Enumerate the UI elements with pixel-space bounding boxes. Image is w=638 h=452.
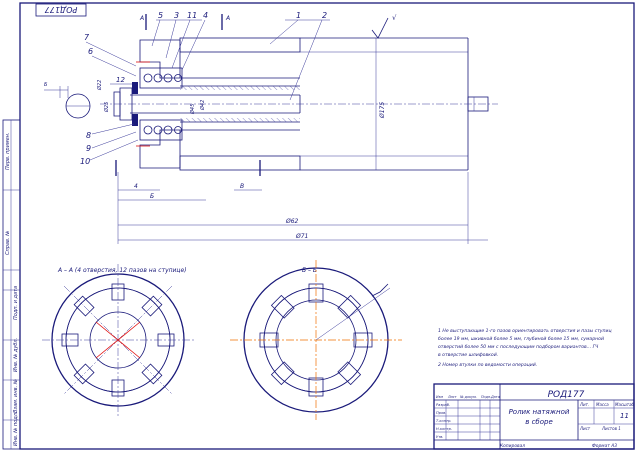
- stamp-top-box: [35, 3, 87, 17]
- dim-d1: Ø25: [103, 102, 110, 113]
- pos-7: 7: [84, 33, 90, 42]
- section-bb-view: [230, 260, 402, 420]
- row-3: Подп.: [481, 395, 491, 399]
- note-line-1: 1 Не выступающие 1-го пазов ориентироват…: [438, 328, 612, 334]
- dim-len-big: Ø71: [295, 233, 308, 240]
- side-label: Взам. инв. №: [13, 379, 19, 413]
- side-strip-labels: Перв. примен. Справ. № Подп. и дата Инв.…: [5, 132, 19, 446]
- pos-9: 9: [86, 144, 91, 153]
- section-bb-label: Б – Б: [302, 267, 317, 274]
- position-leaders: 5 3 11 4 1 2 7 6 12 8 9 10: [80, 11, 330, 166]
- section-aa-view: [42, 264, 194, 416]
- pos-6: 6: [88, 47, 93, 56]
- row-1: Лист: [447, 395, 458, 399]
- pos-5: 5: [158, 11, 163, 20]
- format-label: Формат А3: [592, 443, 617, 449]
- title-name-1: Ролик натяжной: [509, 408, 570, 416]
- row-4: Дата: [490, 395, 500, 399]
- title-sheet-number: 11: [620, 412, 629, 420]
- title-name-2: в сборе: [525, 418, 553, 426]
- dim-d3: Ø45: [189, 104, 196, 115]
- dim-d4: Ø42: [199, 100, 206, 111]
- role-2: Т.контр.: [436, 419, 452, 423]
- note-line-3: отверстий более 50 мм с последующим подб…: [438, 344, 599, 350]
- side-label: Справ. №: [5, 231, 11, 255]
- dim-small-w: 4: [134, 183, 138, 190]
- note-line-5: 2 Номер втулки по ведомости операций.: [438, 362, 537, 368]
- dim-l1: Б: [150, 193, 154, 200]
- copied-label: Копировал: [500, 443, 525, 449]
- section-mark-a-right: А: [225, 15, 230, 22]
- dim-len-mid: Ø62: [285, 218, 299, 225]
- pos-3: 3: [174, 11, 179, 20]
- title-lit: Лит.: [579, 402, 589, 407]
- dim-d2: Ø22: [96, 80, 103, 91]
- section-mark-a-left: А: [139, 15, 144, 22]
- side-label: Подп. и дата: [13, 286, 19, 320]
- main-dimensions: Ø175 Ø25 Ø22 Ø45 Ø42 Б 4 Ø62 Ø71 В: [96, 38, 488, 244]
- title-mass: Масса: [596, 402, 609, 407]
- side-label: Инв. № подл.: [13, 412, 19, 447]
- roughness-mark: √: [392, 14, 397, 22]
- pos-10: 10: [80, 157, 90, 166]
- title-code: РОД177: [548, 390, 585, 400]
- pos-8: 8: [86, 131, 91, 140]
- role-0: Разраб.: [436, 403, 450, 407]
- title-block: РОД177 Ролик натяжной в сборе Лит. Масса…: [433, 383, 635, 450]
- pos-11: 11: [187, 11, 197, 20]
- role-3: Н.контр.: [436, 427, 452, 431]
- dim-large-dia: Ø175: [379, 102, 386, 119]
- dim-l2: В: [240, 183, 244, 190]
- side-label: Инв. № дубл.: [13, 338, 19, 372]
- note-line-2: более 19 мм, шкивной более 5 мм, глубино…: [438, 336, 604, 342]
- stamp-top-text: РОД177: [44, 5, 78, 14]
- title-scale: Масштаб: [615, 402, 635, 407]
- note-line-4: в отверстие шлифовкой.: [438, 352, 498, 358]
- title-sheets-label: Листов 1: [601, 426, 621, 431]
- side-strip: [2, 119, 21, 450]
- pos-4: 4: [203, 11, 208, 20]
- row-2: № докум.: [459, 395, 477, 399]
- pos-12: 12: [116, 76, 125, 84]
- side-label: Перв. примен.: [5, 132, 11, 170]
- role-4: Утв.: [436, 435, 444, 439]
- shaft-key-dim: Б: [44, 82, 48, 88]
- section-aa-label: А – А (4 отверстия, 12 пазов на ступице): [57, 267, 187, 274]
- pos-2: 2: [322, 11, 327, 20]
- pos-1: 1: [296, 11, 301, 20]
- main-section-view: Б: [44, 37, 498, 171]
- row-0: Изм: [436, 395, 443, 399]
- technical-notes: 1 Не выступающие 1-го пазов ориентироват…: [438, 328, 612, 368]
- role-1: Пров.: [436, 411, 446, 415]
- title-sheet-label: Лист: [579, 426, 591, 431]
